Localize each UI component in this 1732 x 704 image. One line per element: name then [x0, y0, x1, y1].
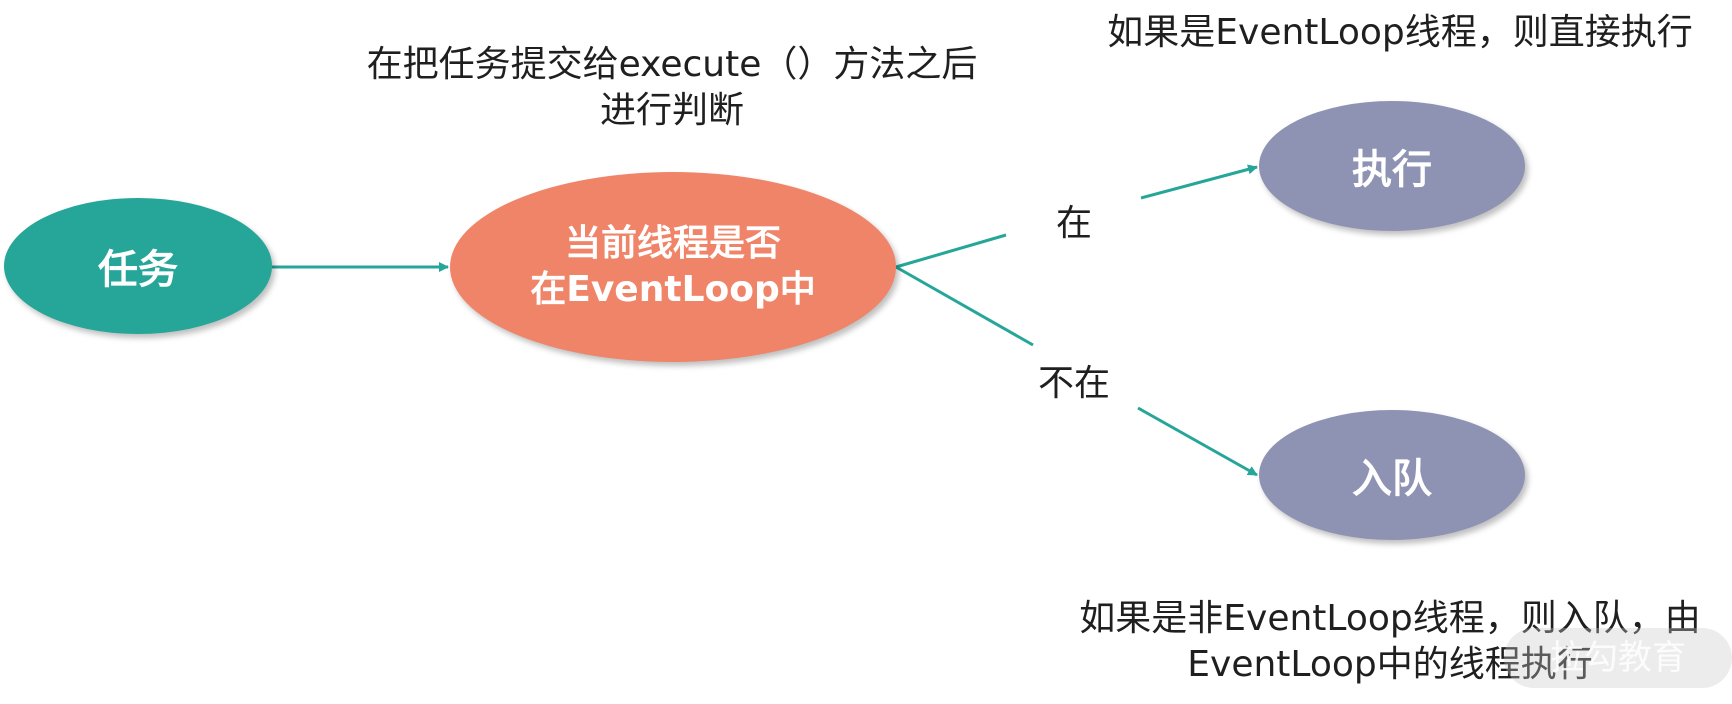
- node-check-line1: 当前线程是否: [564, 223, 781, 264]
- note-enqueue-explain: 如果是非EventLoop线程，则入队，由 EventLoop中的线程执行: [1060, 596, 1720, 688]
- note-submit-then-judge: 在把任务提交给execute（）方法之后 进行判断: [352, 42, 992, 134]
- arrow-notin-label-to-enqueue: [1137, 406, 1258, 477]
- edge-label-in: 在: [1056, 203, 1093, 244]
- note-submit-line1: 在把任务提交给execute（）方法之后: [366, 44, 978, 85]
- node-check-line2: 在EventLoop中: [530, 269, 816, 310]
- edge-label-not-in: 不在: [1038, 363, 1111, 404]
- node-check-in-eventloop: 当前线程是否 在EventLoop中: [450, 172, 896, 362]
- note-submit-line2: 进行判断: [599, 90, 744, 131]
- note-direct-execute: 如果是EventLoop线程，则直接执行: [1107, 12, 1693, 53]
- node-task: 任务: [4, 198, 272, 334]
- watermark-logo: 拉勾教育: [1504, 628, 1732, 688]
- note-queue-line1: 如果是非EventLoop线程，则入队，由: [1079, 598, 1701, 639]
- node-enqueue: 入队: [1259, 410, 1525, 540]
- note-queue-line2: EventLoop中的线程执行: [1187, 644, 1593, 685]
- arrow-in-label-to-execute: [1140, 164, 1258, 200]
- line-check-to-in-label: [895, 233, 1007, 269]
- node-task-label: 任务: [98, 247, 178, 293]
- line-check-to-notin-label: [895, 265, 1034, 347]
- node-execute-label: 执行: [1352, 147, 1432, 193]
- node-enqueue-label: 入队: [1352, 456, 1432, 502]
- node-execute: 执行: [1259, 101, 1525, 231]
